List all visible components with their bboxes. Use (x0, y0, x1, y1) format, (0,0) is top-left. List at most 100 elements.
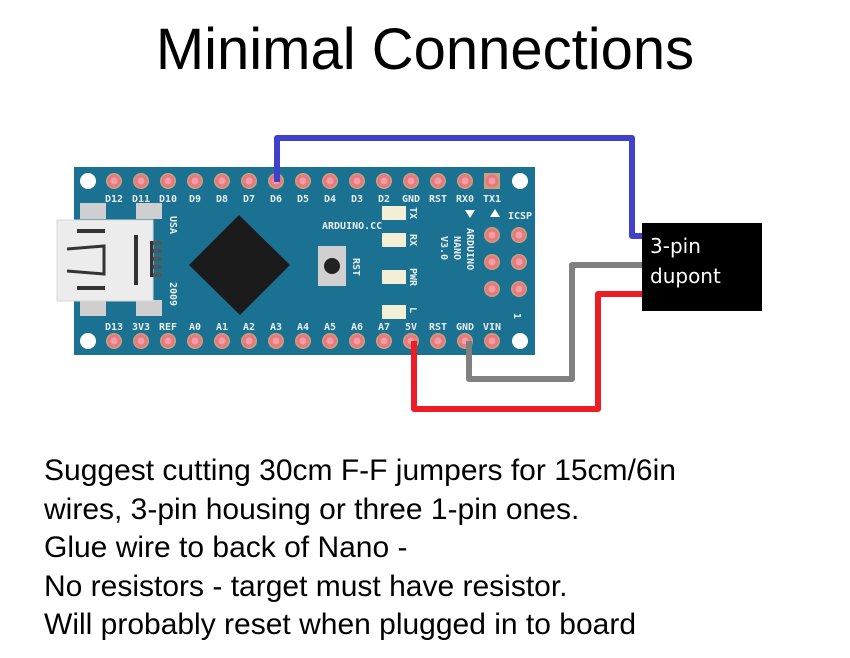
pin-label: D7 (243, 194, 255, 205)
silkscreen-model-line3: V3.0 (438, 236, 449, 260)
pin-label: A3 (270, 322, 282, 333)
pin-d7 (241, 173, 257, 189)
pin-a4 (295, 333, 311, 349)
mounting-hole (80, 333, 96, 349)
pin-icsp (511, 254, 527, 270)
pin-label: D5 (297, 194, 309, 205)
silkscreen-model-line2: NANO (451, 236, 462, 260)
pin-a6 (349, 333, 365, 349)
pin-a2 (241, 333, 257, 349)
pin-icsp (484, 281, 500, 297)
pin-label: D6 (270, 194, 282, 205)
pin-label: RX0 (456, 194, 474, 205)
pin-d2 (376, 173, 392, 189)
pin-icsp (511, 281, 527, 297)
note-line: Will probably reset when plugged in to b… (44, 608, 637, 641)
icsp-header (484, 227, 527, 297)
silkscreen-website: ARDUINO.CC (322, 221, 382, 232)
silkscreen-icsp: ICSP (508, 211, 532, 222)
pin-vin (484, 333, 500, 349)
svg-text:PWR: PWR (407, 268, 418, 287)
connector-label-line1: 3-pin (650, 234, 701, 258)
svg-text:TX: TX (407, 207, 418, 219)
pin-label: A2 (243, 322, 255, 333)
pin-icsp (511, 227, 527, 243)
pin-d13 (106, 333, 122, 349)
pin-label: RST (429, 194, 447, 205)
note-line: Suggest cutting 30cm F-F jumpers for 15c… (44, 454, 676, 487)
led-l: L (382, 305, 418, 319)
top-pin-header: D12 D11 D10 D9 D8 D7 D6 D5 D4 D3 D2 GND RST RX0 TX1 (105, 173, 501, 205)
pin-label: GND (456, 322, 474, 333)
arduino-nano-board: USA 2009 ARDUINO.CC RST TX RX PWR L (56, 167, 535, 355)
pin-d9 (187, 173, 203, 189)
pin-label: D12 (105, 194, 123, 205)
silkscreen-model-line1: ARDUINO (464, 228, 475, 270)
pin-label: A0 (189, 322, 201, 333)
connector-label-line2: dupont (650, 264, 721, 288)
led-rx: RX (382, 233, 418, 247)
pin-rst (430, 333, 446, 349)
pin-label: 3V3 (132, 322, 150, 333)
usb-connector (56, 203, 162, 316)
pin-a7 (376, 333, 392, 349)
mounting-hole (512, 173, 528, 189)
pin-rst (430, 173, 446, 189)
pin-tx1 (484, 173, 500, 189)
note-line: Glue wire to back of Nano - (44, 531, 408, 564)
silkscreen-year: 2009 (167, 282, 178, 306)
pin-label: D3 (351, 194, 363, 205)
pin-label: REF (159, 322, 177, 333)
pin-ref (160, 333, 176, 349)
svg-text:L: L (407, 307, 418, 313)
pin-label: D9 (189, 194, 201, 205)
pin-icsp (484, 254, 500, 270)
wire-ground-gnd (466, 262, 645, 382)
silkscreen-rst: RST (350, 258, 361, 276)
reset-button[interactable] (318, 246, 346, 286)
pin-a5 (322, 333, 338, 349)
pin-icsp (484, 227, 500, 243)
pin-rx0 (457, 173, 473, 189)
pin-a3 (268, 333, 284, 349)
pin-label: D11 (132, 194, 150, 205)
pin-a0 (187, 333, 203, 349)
pin-label: TX1 (483, 194, 501, 205)
pin-label: D10 (159, 194, 177, 205)
pin-d3 (349, 173, 365, 189)
tx-arrow-icon (490, 209, 500, 217)
wire-signal-d6 (274, 135, 645, 239)
pin-label: A1 (216, 322, 228, 333)
mounting-hole (512, 333, 528, 349)
pin-label: RST (429, 322, 447, 333)
rx-arrow-icon (465, 210, 475, 218)
pin-d11 (133, 173, 149, 189)
pin-label: A7 (378, 322, 390, 333)
dupont-connector-label: 3-pin dupont (642, 223, 762, 311)
note-line: wires, 3-pin housing or three 1-pin ones… (44, 492, 580, 526)
pin-a1 (214, 333, 230, 349)
pin-label: D8 (216, 194, 228, 205)
silkscreen-usa: USA (167, 216, 178, 234)
pin-label: 5V (405, 322, 417, 333)
led-tx: TX (382, 206, 418, 220)
pin-label: D13 (105, 322, 123, 333)
mounting-hole (80, 173, 96, 189)
microcontroller-chip (189, 215, 290, 315)
pin-label: VIN (483, 322, 501, 333)
wire-power-5v (411, 291, 645, 412)
led-pwr: PWR (382, 268, 418, 287)
instruction-notes: Suggest cutting 30cm F-F jumpers for 15c… (44, 452, 676, 645)
pin-d10 (160, 173, 176, 189)
pin-label: A4 (297, 322, 309, 333)
pin-label: D4 (324, 194, 336, 205)
pin-label: D2 (378, 194, 390, 205)
page-title: Minimal Connections (155, 17, 695, 82)
pin-d5 (295, 173, 311, 189)
silkscreen-icsp-pin1: 1 (511, 313, 522, 319)
pin-d12 (106, 173, 122, 189)
pin-label: GND (402, 194, 420, 205)
pin-gnd (403, 173, 419, 189)
